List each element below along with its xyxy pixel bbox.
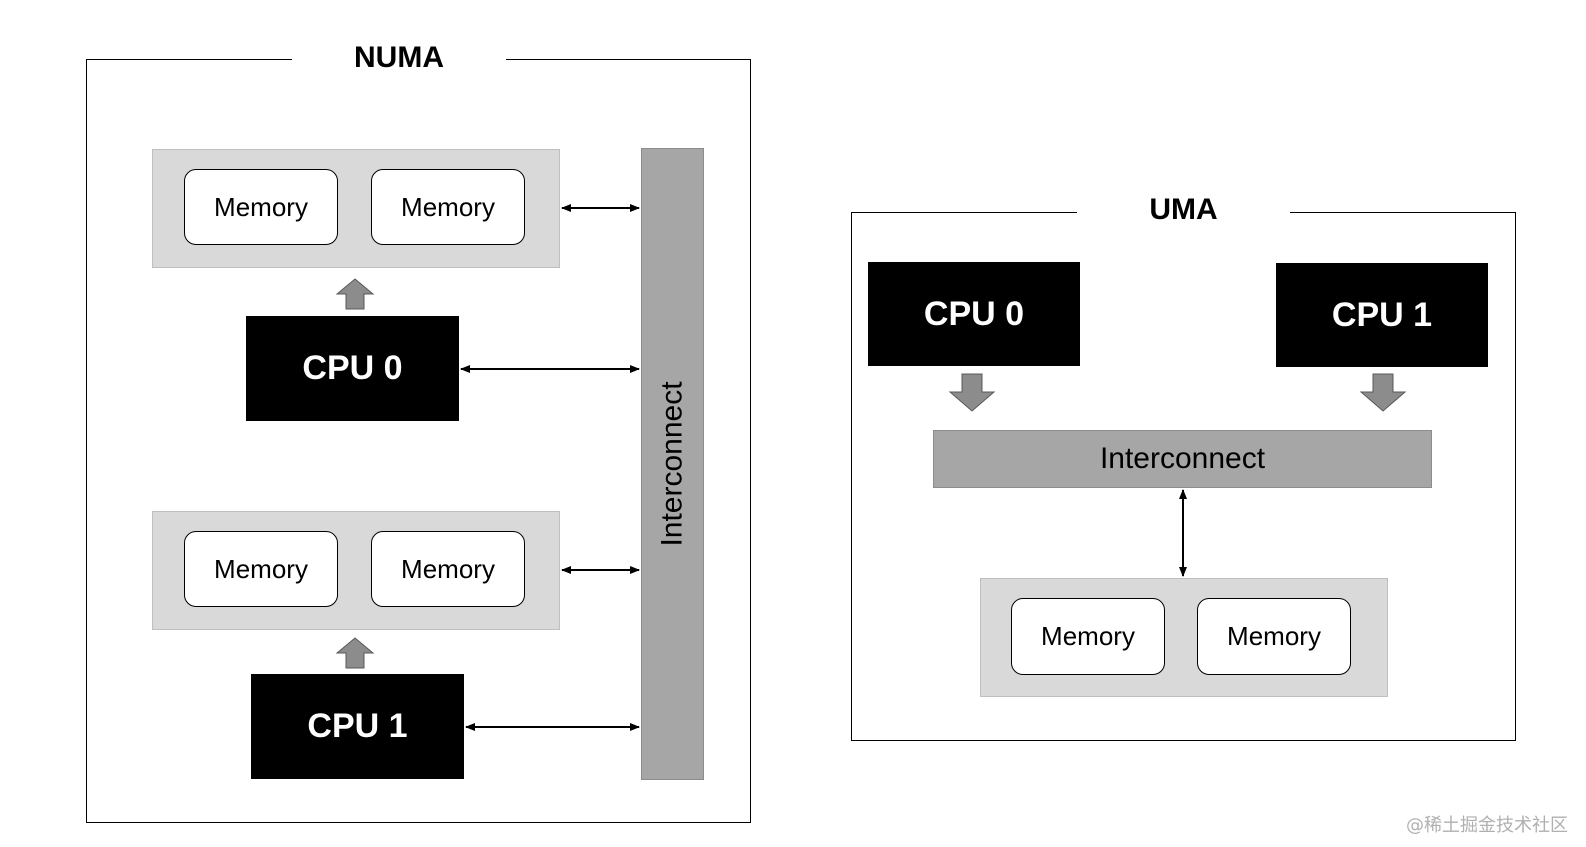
numa-cpu1: CPU 1 xyxy=(251,674,464,779)
numa-node1-memory-2: Memory xyxy=(371,531,525,607)
numa-interconnect: Interconnect xyxy=(641,148,704,780)
uma-cpu1: CPU 1 xyxy=(1276,263,1488,367)
numa-node1-memory-group: Memory Memory xyxy=(152,511,560,630)
numa-interconnect-label: Interconnect xyxy=(655,381,689,547)
uma-title: UMA xyxy=(1077,190,1290,230)
uma-interconnect-label: Interconnect xyxy=(1099,442,1266,475)
watermark: @稀土掘金技术社区 xyxy=(1406,815,1568,836)
uma-cpu0: CPU 0 xyxy=(868,262,1080,366)
numa-title: NUMA xyxy=(292,38,506,78)
uma-memory-group: Memory Memory xyxy=(980,578,1388,697)
uma-memory-1: Memory xyxy=(1011,598,1165,675)
numa-cpu0: CPU 0 xyxy=(246,316,459,421)
numa-node0-memory-1: Memory xyxy=(184,169,338,245)
uma-memory-2: Memory xyxy=(1197,598,1351,675)
uma-interconnect: Interconnect xyxy=(933,430,1432,488)
numa-node1-memory-1: Memory xyxy=(184,531,338,607)
numa-node0-memory-2: Memory xyxy=(371,169,525,245)
numa-node0-memory-group: Memory Memory xyxy=(152,149,560,268)
